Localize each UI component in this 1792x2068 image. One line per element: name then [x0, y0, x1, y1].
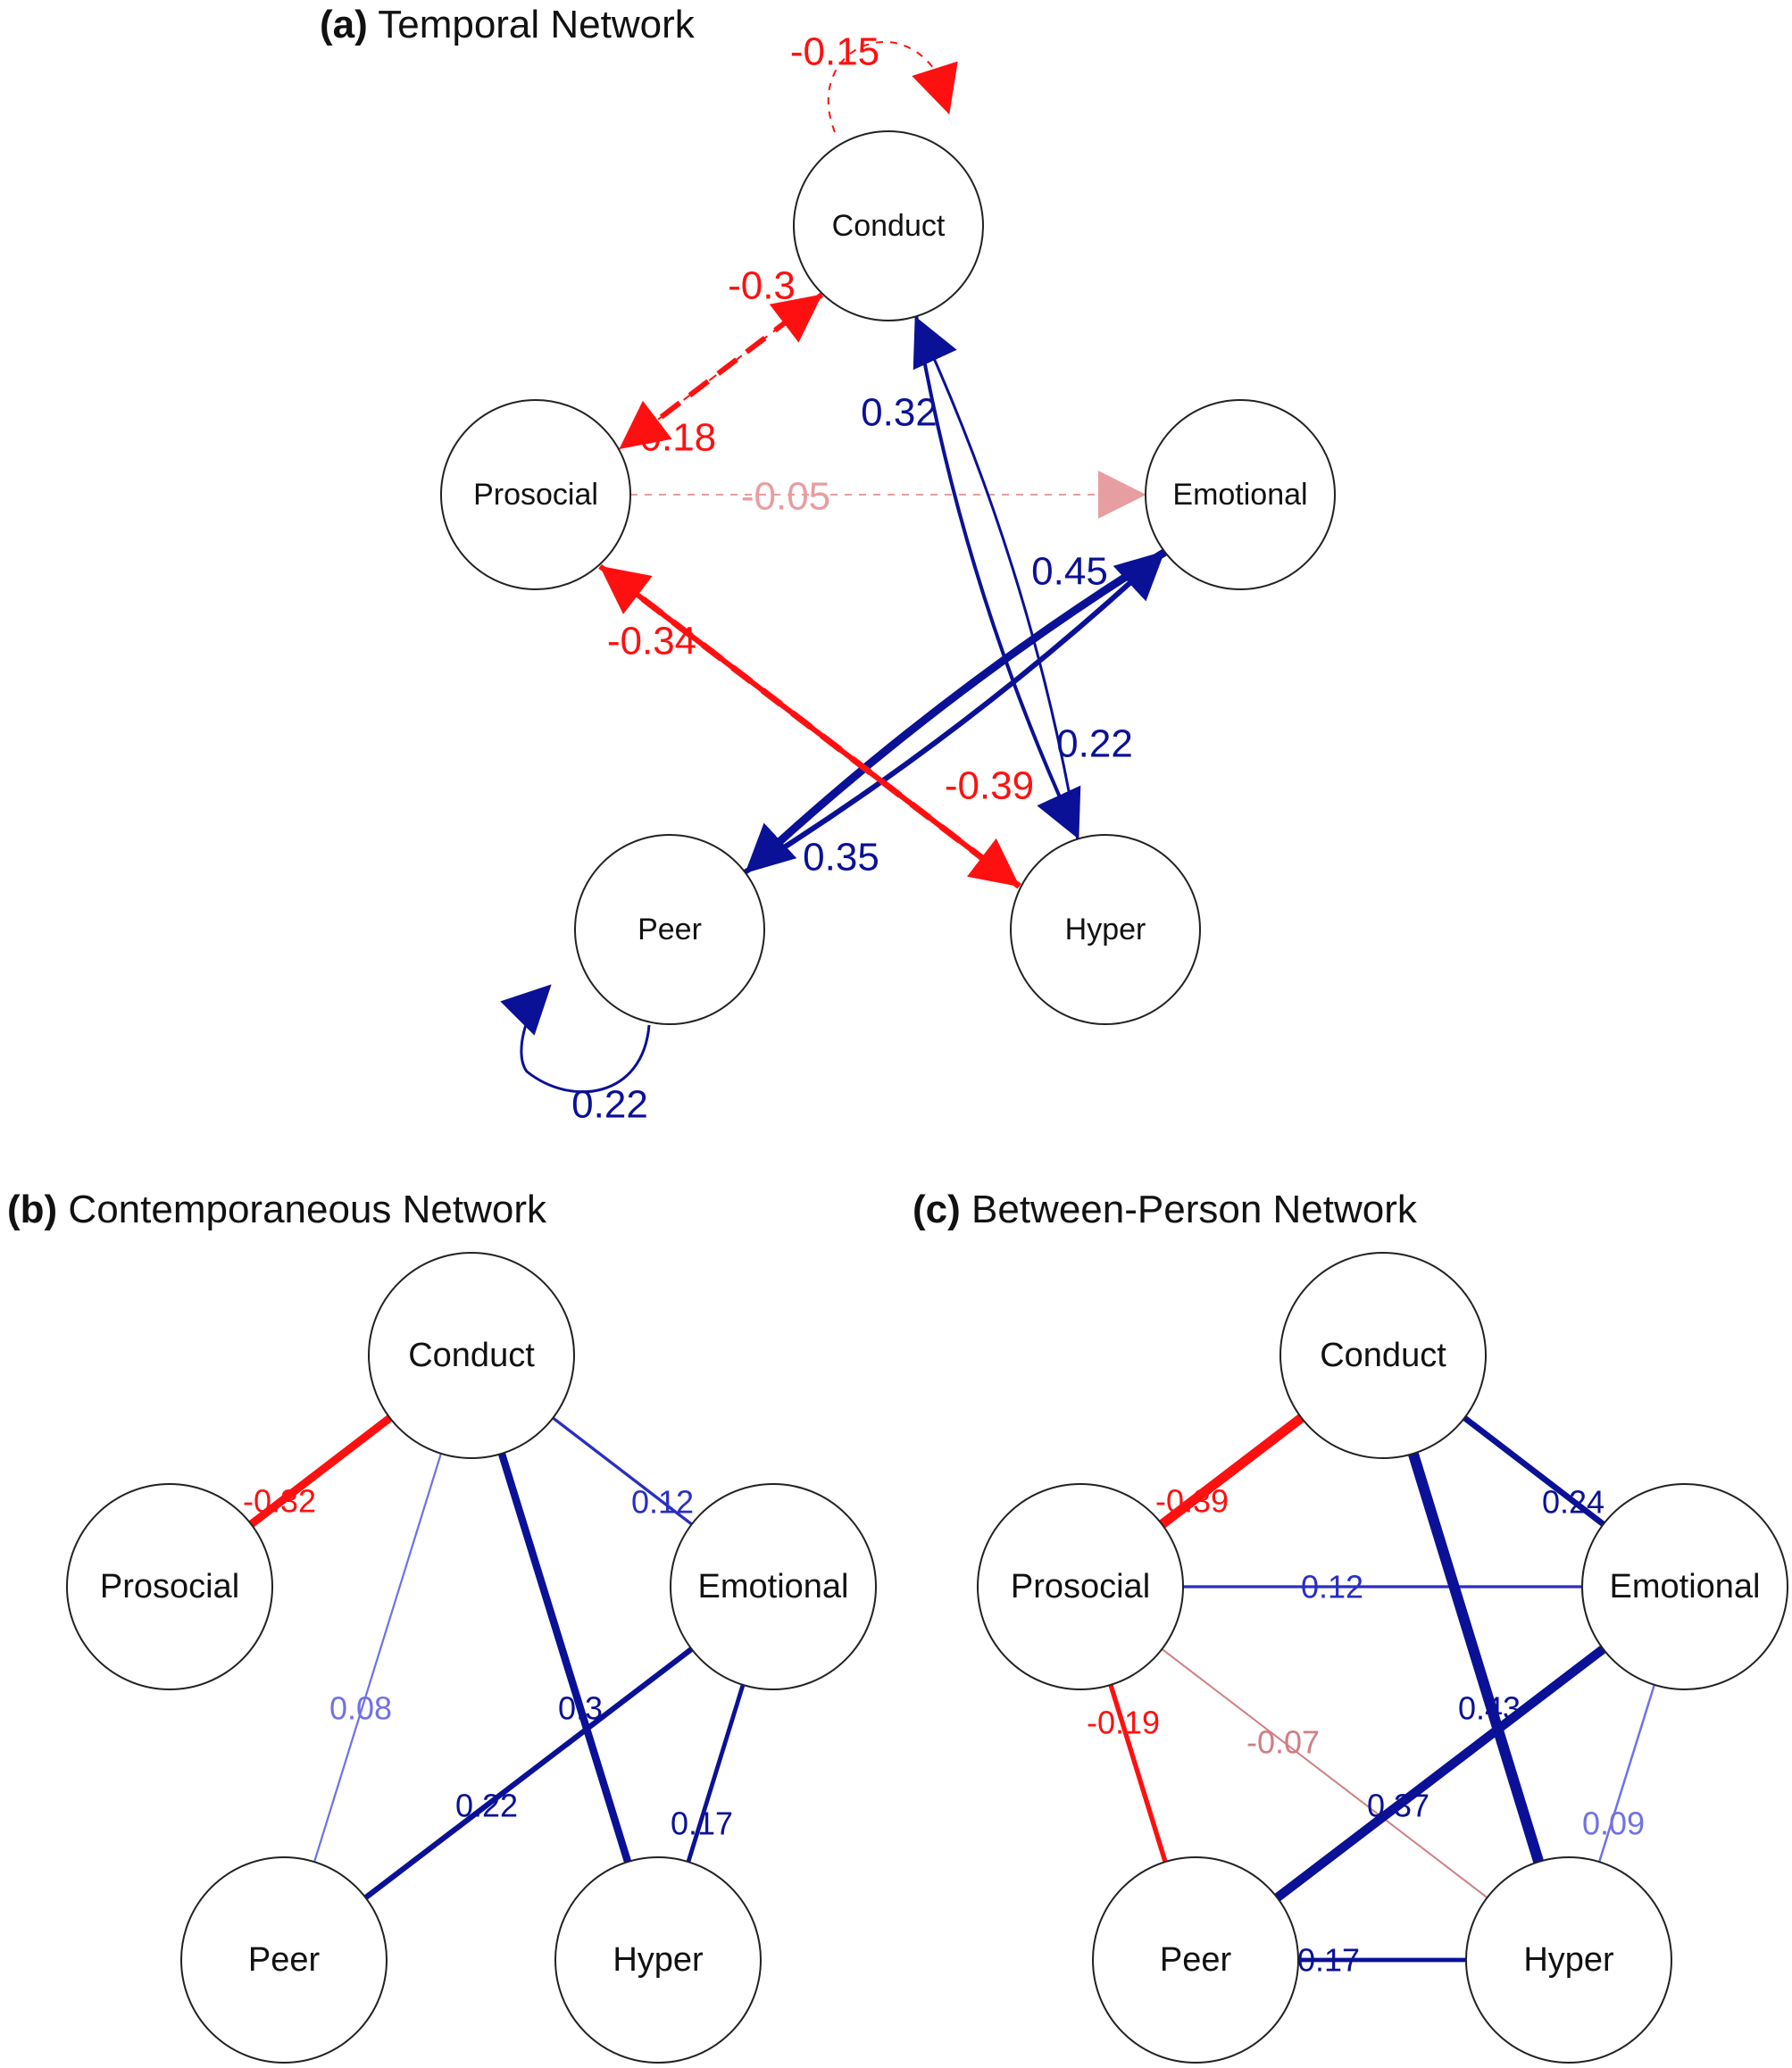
edge-conduct-to-hyper	[914, 315, 1081, 839]
edge-label-hyper-conduct: 0.22	[1056, 722, 1133, 766]
node-label-hyper: Hyper	[1065, 913, 1146, 946]
edge-conduct-emotional	[1461, 1414, 1607, 1528]
panel-c-title-text: Between-Person Network	[971, 1188, 1417, 1231]
node-conduct	[1279, 1252, 1487, 1459]
node-label-peer: Peer	[1160, 1941, 1232, 1979]
node-label-conduct: Conduct	[832, 209, 946, 243]
node-prosocial	[440, 399, 631, 590]
node-emotional	[670, 1483, 877, 1690]
node-emotional	[1581, 1483, 1788, 1690]
edge-emotional-peer	[363, 1646, 695, 1901]
node-conduct	[793, 130, 984, 321]
edge-label-prosocial-conduct: -0.18	[627, 416, 716, 460]
node-hyper	[1010, 834, 1201, 1025]
node-label-hyper: Hyper	[1523, 1941, 1614, 1979]
edge-label-peer-peer: 0.22	[571, 1083, 648, 1127]
edge-label-conduct-peer: 0.08	[329, 1690, 392, 1727]
edge-label-prosocial-emotional: -0.05	[741, 475, 830, 519]
edge-emotional-peer	[1272, 1644, 1608, 1903]
node-hyper	[554, 1856, 762, 2064]
node-label-emotional: Emotional	[1610, 1568, 1761, 1605]
node-peer	[1092, 1856, 1299, 2064]
edge-hyper-to-conduct	[913, 316, 1079, 839]
edge-label-peer-hyper: 0.17	[1297, 1942, 1360, 1979]
edge-label-conduct-emotional: 0.24	[1542, 1484, 1604, 1521]
edge-label-emotional-hyper: 0.17	[671, 1805, 733, 1842]
panel-b-title: (b) Contemporaneous Network	[7, 1190, 546, 1230]
edge-conduct-hyper	[497, 1449, 632, 1866]
edge-peer-to-emotional	[743, 550, 1165, 875]
edge-emotional-to-peer	[745, 548, 1168, 874]
edge-label-hyper-prosocial: -0.39	[945, 764, 1034, 808]
panel-b-letter: (b)	[7, 1188, 58, 1231]
node-prosocial	[66, 1483, 273, 1690]
edge-conduct-prosocial	[1156, 1413, 1307, 1530]
edge-label-conduct-hyper: 0.32	[861, 391, 938, 435]
node-label-emotional: Emotional	[698, 1568, 849, 1605]
edge-label-conduct-conduct: -0.15	[790, 30, 879, 74]
edge-label-prosocial-emotional: 0.12	[1301, 1569, 1363, 1605]
edge-prosocial-peer	[1108, 1682, 1168, 1864]
edge-emotional-hyper	[1597, 1683, 1656, 1864]
edge-label-peer-emotional: 0.35	[803, 836, 879, 880]
panel-a-title: (a) Temporal Network	[320, 5, 695, 45]
edge-label-conduct-prosocial: -0.32	[243, 1483, 316, 1520]
edge-conduct-to-conduct	[827, 40, 958, 133]
node-prosocial	[977, 1483, 1184, 1690]
node-label-conduct: Conduct	[1320, 1337, 1446, 1374]
edge-prosocial-hyper	[1161, 1647, 1488, 1899]
node-emotional	[1145, 399, 1336, 590]
edge-label-conduct-prosocial: -0.39	[1155, 1483, 1229, 1520]
edge-label-prosocial-hyper: -0.07	[1246, 1724, 1320, 1761]
edge-prosocial-to-conduct	[619, 294, 823, 450]
node-peer	[180, 1856, 388, 2064]
edge-label-emotional-hyper: 0.09	[1582, 1805, 1645, 1842]
edge-conduct-prosocial	[246, 1413, 395, 1529]
panel-b-title-text: Contemporaneous Network	[68, 1188, 547, 1231]
node-peer	[574, 834, 765, 1025]
panel-a-letter: (a)	[320, 3, 368, 46]
node-label-emotional: Emotional	[1172, 478, 1307, 512]
edge-emotional-hyper	[686, 1682, 746, 1864]
edge-conduct-hyper	[1407, 1447, 1545, 1868]
edge-label-emotional-peer: 0.45	[1031, 550, 1108, 594]
node-label-peer: Peer	[638, 913, 702, 946]
edge-conduct-emotional	[551, 1416, 694, 1526]
node-label-hyper: Hyper	[613, 1941, 704, 1979]
edge-conduct-peer	[313, 1452, 443, 1864]
edge-label-emotional-peer: 0.37	[1367, 1788, 1429, 1824]
panel-a-title-text: Temporal Network	[378, 3, 695, 46]
node-label-peer: Peer	[248, 1941, 321, 1979]
temporal-network-panel: -0.15-0.3-0.18-0.050.320.220.450.35-0.34…	[440, 30, 1336, 1127]
node-label-prosocial: Prosocial	[1011, 1568, 1150, 1605]
edge-label-emotional-peer: 0.22	[455, 1788, 518, 1824]
panel-c-letter: (c)	[913, 1188, 961, 1231]
panel-c-title: (c) Between-Person Network	[913, 1190, 1417, 1230]
edge-peer-to-peer	[500, 984, 651, 1094]
node-label-prosocial: Prosocial	[100, 1568, 239, 1605]
node-label-prosocial: Prosocial	[473, 478, 598, 512]
edge-label-conduct-emotional: 0.12	[631, 1484, 694, 1521]
node-hyper	[1465, 1856, 1672, 2064]
node-conduct	[368, 1252, 575, 1459]
edge-label-conduct-prosocial: -0.3	[728, 264, 796, 308]
node-label-conduct: Conduct	[408, 1337, 535, 1374]
edge-label-prosocial-peer: -0.19	[1087, 1705, 1160, 1741]
